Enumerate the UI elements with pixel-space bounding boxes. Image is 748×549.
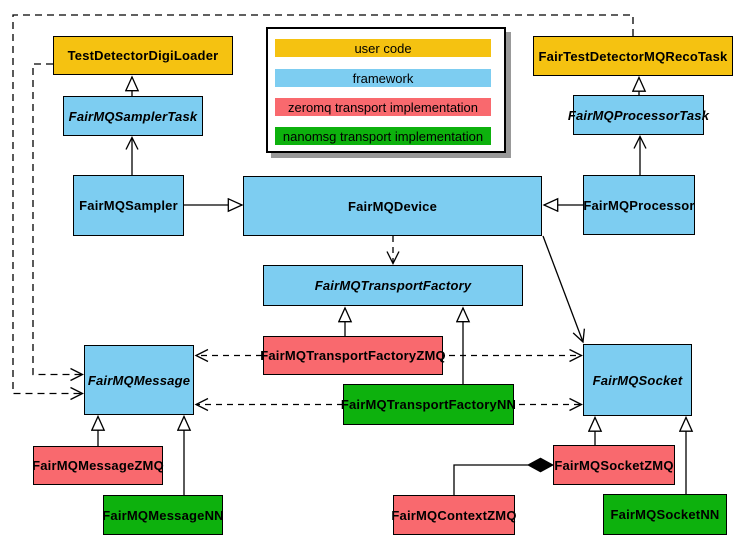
legend-label: framework — [352, 70, 414, 86]
legend-item-user-code: user code — [275, 39, 491, 57]
node-label: FairMQMessageNN — [102, 507, 224, 523]
node-label: FairMQSamplerTask — [68, 108, 198, 124]
node-fairmqsocketnn: FairMQSocketNN — [603, 494, 727, 535]
node-label: FairMQMessage — [87, 372, 191, 388]
node-fairmqcontextzmq: FairMQContextZMQ — [391, 495, 517, 535]
node-fairmqprocessortask: FairMQProcessorTask — [568, 95, 709, 135]
node-fairmqsamplertask: FairMQSamplerTask — [63, 96, 203, 136]
legend-label: zeromq transport implementation — [287, 99, 479, 115]
node-label: FairMQContextZMQ — [391, 507, 517, 523]
node-fairmqsocket: FairMQSocket — [583, 344, 692, 416]
node-label: FairMQSocketNN — [610, 507, 720, 522]
node-fairmqsocketzmq: FairMQSocketZMQ — [553, 445, 675, 485]
legend-label: nanomsg transport implementation — [282, 128, 484, 144]
node-label: FairTestDetectorMQRecoTask — [538, 48, 728, 64]
node-fairmqtransportfactory: FairMQTransportFactory — [263, 265, 523, 306]
legend-item-framework: framework — [275, 69, 491, 87]
legend-item-nanomsg: nanomsg transport implementation — [275, 127, 491, 145]
node-fairmqsampler: FairMQSampler — [73, 175, 184, 236]
node-fairmqmessagenn: FairMQMessageNN — [102, 495, 224, 535]
edge-contextzmq-composition-socketzmq — [453, 464, 528, 495]
node-label: FairMQSocketZMQ — [554, 457, 674, 473]
node-label: FairMQProcessor — [583, 197, 695, 213]
legend: user code framework zeromq transport imp… — [266, 27, 506, 153]
node-fairmqprocessor: FairMQProcessor — [583, 175, 695, 235]
node-label: TestDetectorDigiLoader — [67, 48, 219, 63]
node-fairmqtransportfactoryzmq: FairMQTransportFactoryZMQ — [260, 336, 446, 375]
node-label: FairMQProcessorTask — [567, 107, 710, 123]
node-fairmqtransportfactorynn: FairMQTransportFactoryNN — [340, 384, 517, 425]
node-testdetectordigiloader: TestDetectorDigiLoader — [53, 36, 233, 75]
node-label: FairMQSocket — [592, 372, 683, 388]
node-fairmqmessagezmq: FairMQMessageZMQ — [32, 446, 164, 485]
edge-recotask-uses-message — [12, 14, 634, 401]
node-fairtestdetectormqrecotask: FairTestDetectorMQRecoTask — [533, 36, 733, 76]
node-fairmqdevice: FairMQDevice — [243, 176, 542, 236]
node-label: FairMQDevice — [347, 198, 438, 214]
node-label: FairMQTransportFactory — [314, 278, 472, 293]
legend-label: user code — [354, 40, 412, 56]
edge-device-uses-socket — [542, 235, 586, 344]
node-label: FairMQTransportFactoryNN — [340, 397, 517, 412]
legend-item-zeromq: zeromq transport implementation — [275, 98, 491, 116]
composition-diamond — [526, 457, 555, 473]
node-label: FairMQSampler — [79, 198, 178, 213]
node-fairmqmessage: FairMQMessage — [84, 345, 194, 415]
node-label: FairMQTransportFactoryZMQ — [260, 348, 446, 363]
node-label: FairMQMessageZMQ — [32, 458, 164, 473]
